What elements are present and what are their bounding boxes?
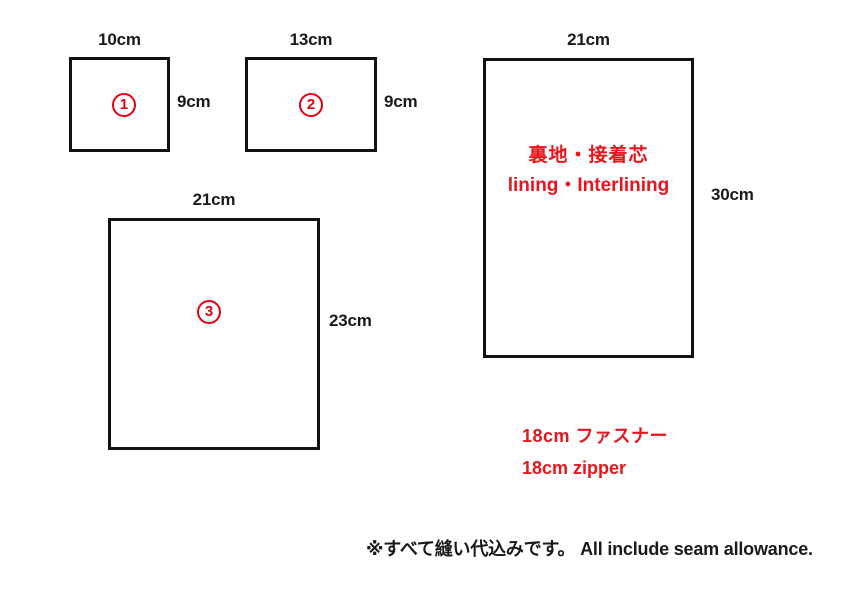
- piece-3-marker: 3: [197, 300, 221, 324]
- piece-lining-width-label: 21cm: [567, 30, 610, 49]
- piece-2-height-label: 9cm: [384, 92, 418, 111]
- piece-2-marker: 2: [299, 93, 323, 117]
- lining-interlining-label: 裏地・接着芯 lining・Interlining: [483, 141, 694, 201]
- seam-allowance-footnote: ※すべて縫い代込みです。 All include seam allowance.: [366, 539, 813, 559]
- lining-label-english: lining・Interlining: [507, 175, 670, 196]
- piece-1-rectangle: [69, 57, 170, 152]
- piece-1-marker: 1: [112, 93, 136, 117]
- piece-lining-height-label: 30cm: [711, 185, 754, 204]
- zipper-note-japanese: 18cm ファスナー: [522, 426, 669, 446]
- piece-1-height-label: 9cm: [177, 92, 211, 111]
- piece-3-rectangle: [108, 218, 320, 450]
- lining-label-japanese: 裏地・接着芯: [528, 145, 649, 166]
- piece-3-height-label: 23cm: [329, 311, 372, 330]
- zipper-note: 18cm ファスナー 18cm zipper: [522, 420, 668, 484]
- piece-2-width-label: 13cm: [289, 30, 333, 49]
- piece-lining-rectangle: [483, 58, 694, 358]
- zipper-note-english: 18cm zipper: [522, 458, 627, 478]
- piece-3-width-label: 21cm: [192, 190, 236, 209]
- piece-1-width-label: 10cm: [98, 30, 141, 49]
